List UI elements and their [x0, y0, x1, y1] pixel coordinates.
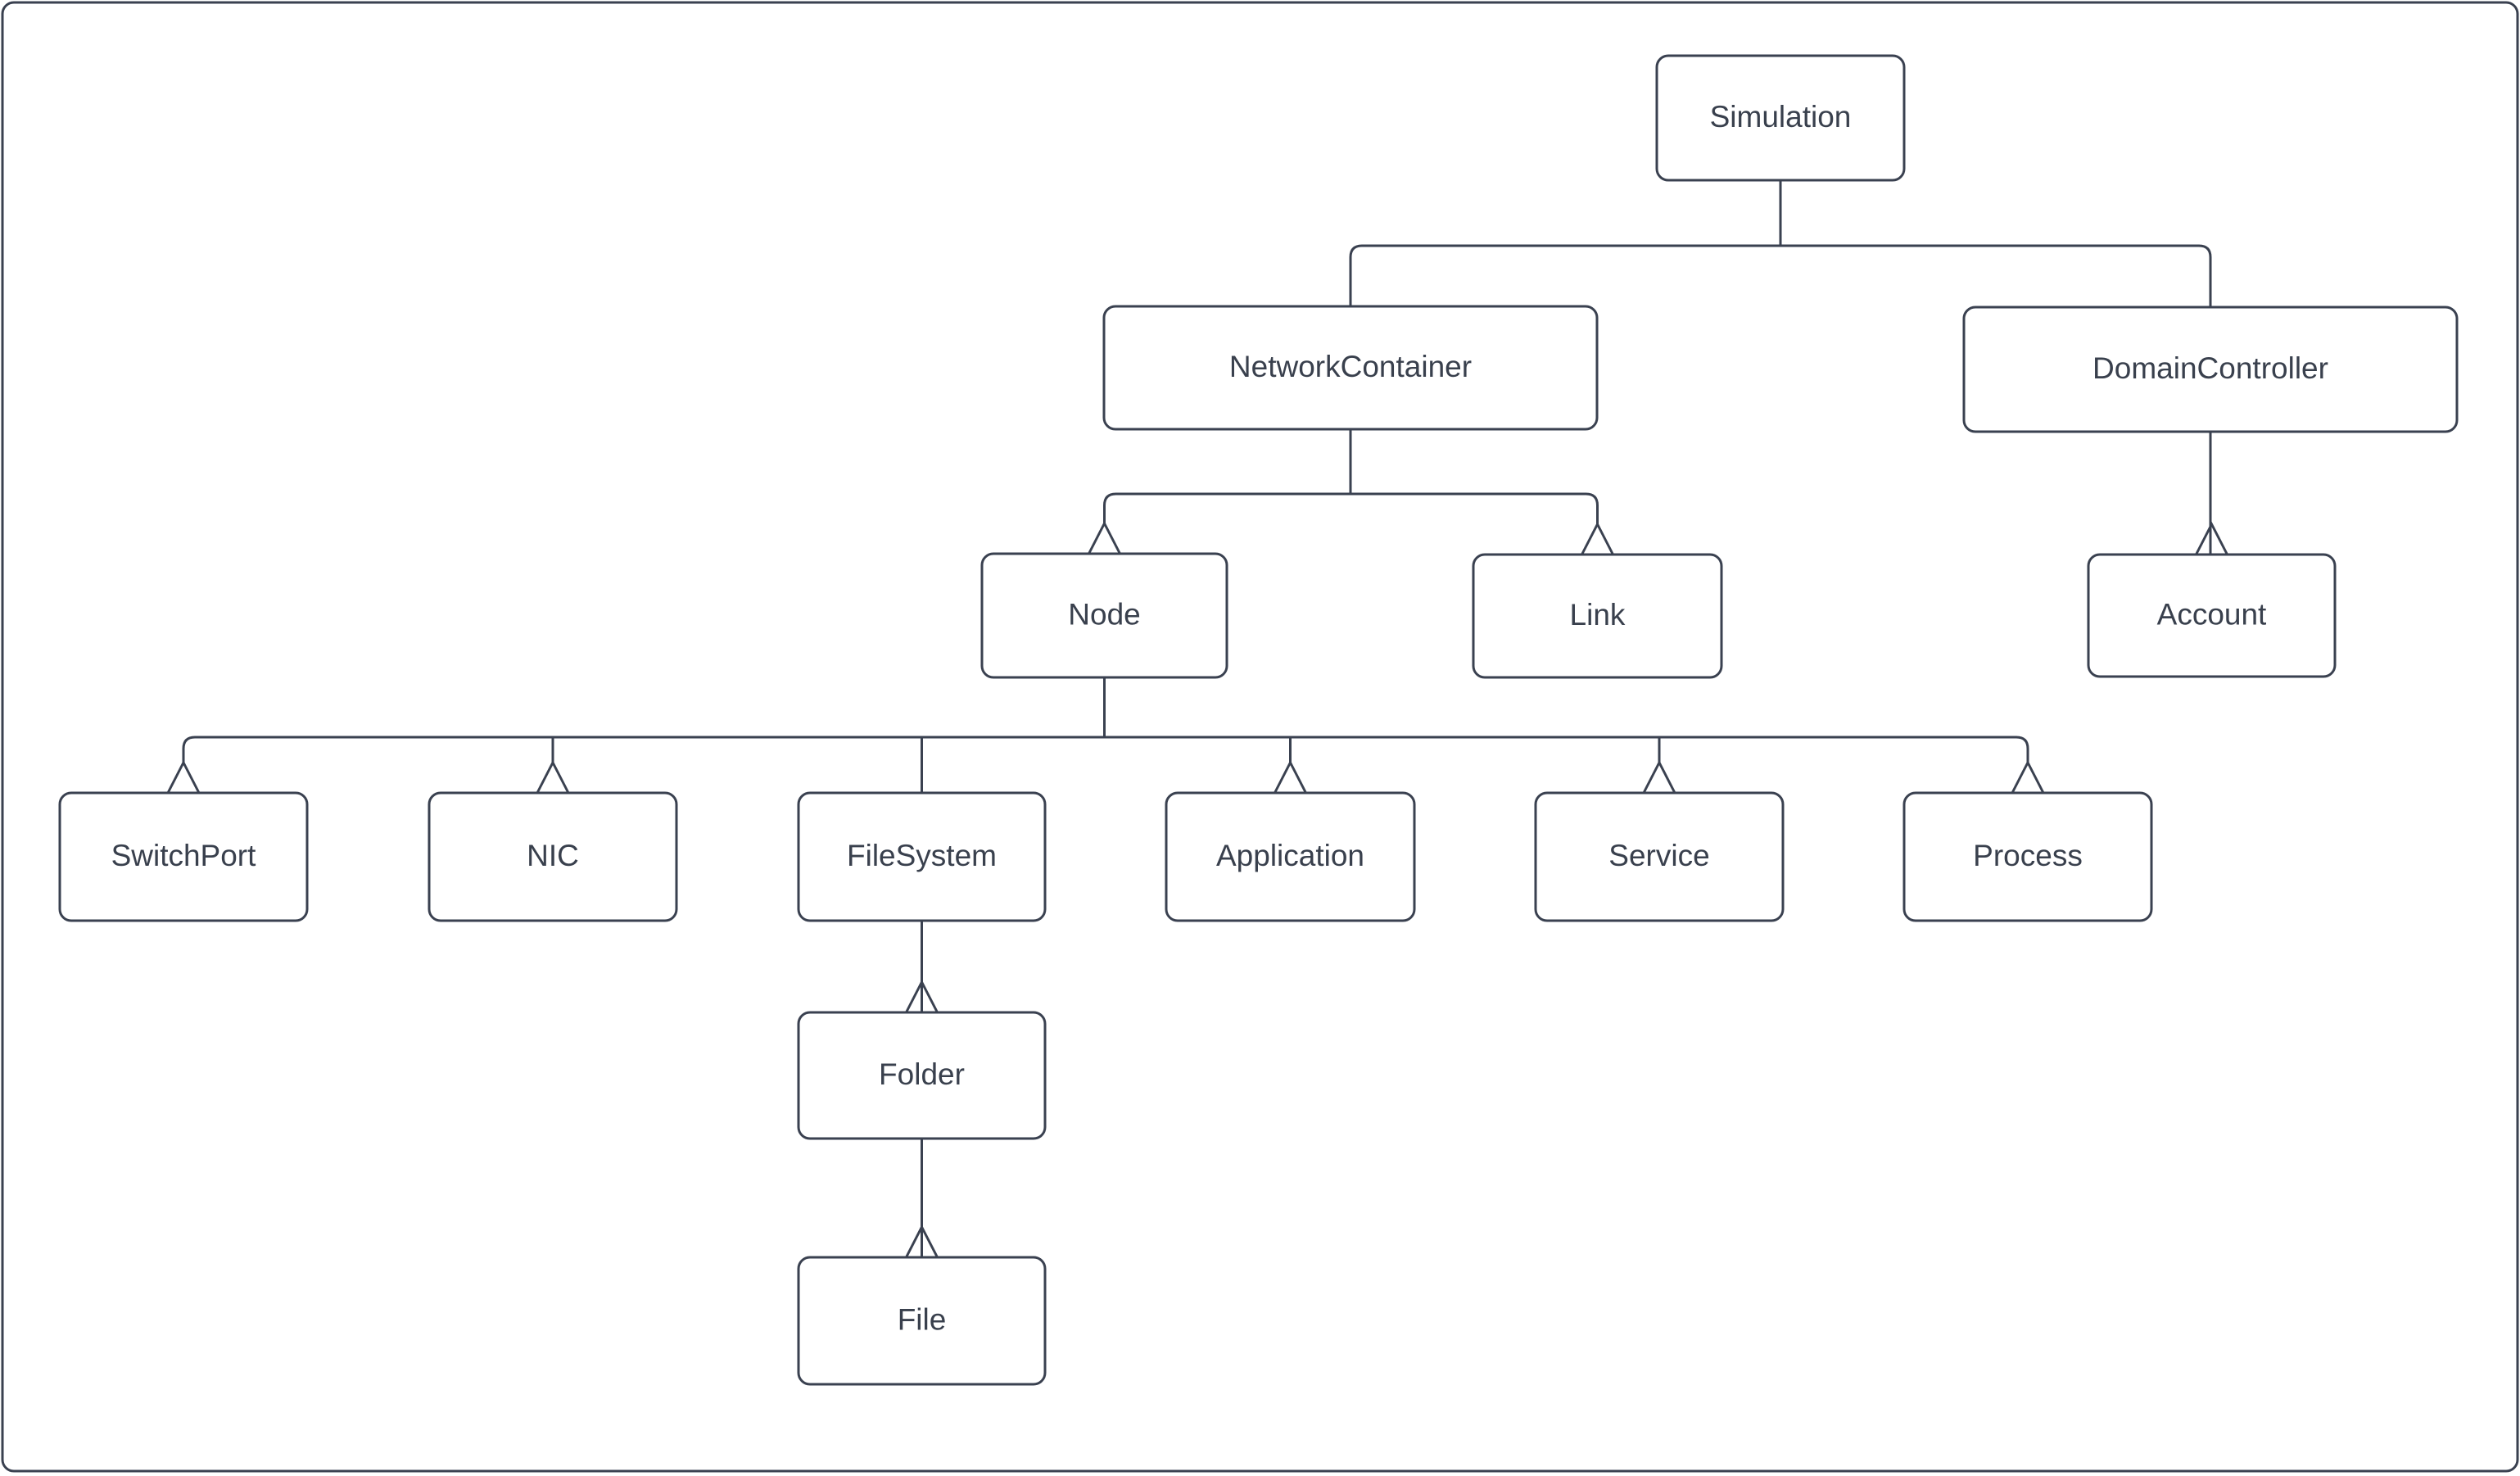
edge-networkcontainer-to-link	[1586, 492, 1599, 524]
edge-node-to-switchport	[182, 736, 196, 763]
class-node-box-networkcontainer[interactable]	[1102, 305, 1599, 431]
edge-layer	[166, 180, 2228, 1258]
generalization-arrow-folder	[905, 979, 939, 1013]
generalization-arrow-file	[905, 1224, 939, 1258]
class-node-box-filesystem[interactable]	[797, 791, 1047, 922]
generalization-arrow-service	[1642, 759, 1676, 794]
edge-networkcontainer-to-node	[1103, 492, 1116, 523]
edge-simulation-to-domaincontroller	[2198, 244, 2212, 307]
class-node-filesystem[interactable]: FileSystem	[797, 791, 1047, 922]
generalization-arrow-switchport	[166, 759, 201, 794]
class-node-box-service[interactable]	[1534, 791, 1785, 922]
generalization-arrow-link	[1581, 521, 1614, 555]
class-node-box-process[interactable]	[1902, 791, 2153, 922]
class-node-box-nic[interactable]	[428, 791, 678, 922]
generalization-arrow-account	[2195, 521, 2228, 555]
class-node-box-folder[interactable]	[797, 1011, 1047, 1140]
generalization-arrow-process	[2011, 759, 2045, 794]
class-node-networkcontainer[interactable]: NetworkContainer	[1102, 305, 1599, 431]
class-node-simulation[interactable]: Simulation	[1655, 54, 1906, 182]
class-node-box-account[interactable]	[2087, 553, 2337, 678]
class-node-box-node[interactable]	[980, 552, 1228, 679]
class-node-domaincontroller[interactable]: DomainController	[1962, 306, 2459, 433]
edge-node-to-process	[2016, 736, 2029, 763]
class-node-link[interactable]: Link	[1472, 553, 1723, 679]
class-node-account[interactable]: Account	[2087, 553, 2337, 678]
generalization-arrow-nic	[536, 759, 570, 794]
edge-simulation-to-networkcontainer	[1349, 244, 1363, 306]
class-node-folder[interactable]: Folder	[797, 1011, 1047, 1140]
class-node-process[interactable]: Process	[1902, 791, 2153, 922]
class-node-box-link[interactable]	[1472, 553, 1723, 679]
class-node-file[interactable]: File	[797, 1256, 1047, 1386]
class-node-node[interactable]: Node	[980, 552, 1228, 679]
generalization-arrow-application	[1274, 759, 1307, 794]
class-node-switchport[interactable]: SwitchPort	[58, 791, 309, 922]
class-node-nic[interactable]: NIC	[428, 791, 678, 922]
class-node-box-simulation[interactable]	[1655, 54, 1906, 182]
generalization-arrow-node	[1088, 520, 1121, 555]
class-node-box-domaincontroller[interactable]	[1962, 306, 2459, 433]
class-node-box-application[interactable]	[1165, 791, 1416, 922]
class-node-box-switchport[interactable]	[58, 791, 309, 922]
class-node-service[interactable]: Service	[1534, 791, 1785, 922]
class-node-box-file[interactable]	[797, 1256, 1047, 1386]
class-node-application[interactable]: Application	[1165, 791, 1416, 922]
